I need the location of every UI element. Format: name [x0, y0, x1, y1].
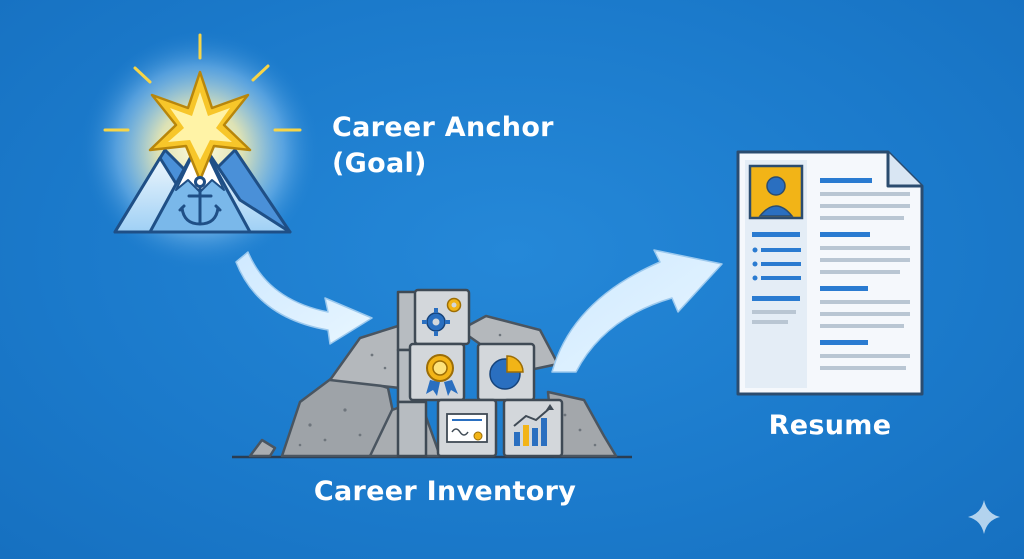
career-anchor-label: Career Anchor (Goal): [332, 110, 612, 182]
resume-document-icon: [736, 150, 924, 396]
career-anchor-node: [80, 30, 320, 270]
career-anchor-subtitle: (Goal): [332, 148, 427, 179]
career-inventory-node: [232, 288, 632, 459]
resume-label: Resume: [768, 410, 892, 441]
arrow-inventory-to-resume: [551, 249, 723, 373]
pie-chart-icon: [489, 355, 524, 390]
resume-right-column: [820, 178, 910, 370]
avatar-icon: [748, 164, 804, 220]
certificate-icon: [446, 413, 488, 443]
career-anchor-title: Career Anchor: [332, 112, 554, 143]
career-inventory-label: Career Inventory: [313, 476, 577, 507]
gears-icon: [422, 297, 462, 336]
award-ribbon-icon: [426, 354, 458, 396]
sparkle-icon: [968, 500, 1000, 534]
bar-chart-icon: [513, 404, 554, 446]
resume-left-column: [752, 232, 801, 324]
sun-rays: [103, 33, 302, 132]
anchor-icon: [178, 176, 222, 226]
arrow-anchor-to-inventory: [235, 251, 373, 345]
